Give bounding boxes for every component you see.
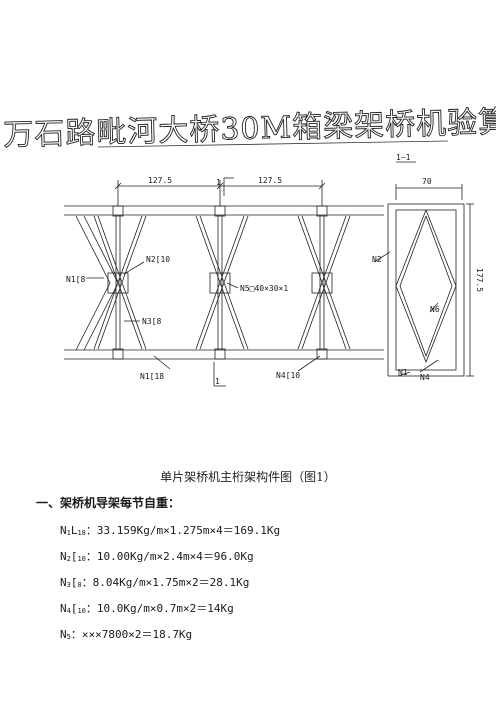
section-label-n6: N6 <box>430 305 440 314</box>
section-labels: 1—1 70 177.5 N2 N6 N1 N4 <box>372 153 484 382</box>
item-sub: 1 <box>66 529 71 537</box>
item-suffix-sub: 18 <box>77 529 86 537</box>
drawing-title: 万石路毗河大桥30M箱梁架桥机验算书 <box>3 104 496 153</box>
section-label-n2: N2 <box>372 255 382 264</box>
item-name: N <box>60 576 67 589</box>
section-height: 177.5 <box>475 268 484 292</box>
section-view <box>373 161 474 377</box>
truss-labels: 127.5 127.5 1 1 N1[8 N2[10 N3[8 N5□40×30… <box>66 176 300 386</box>
weight-item-n4: N4[10：10.0Kg/m×0.7m×2＝14Kg <box>60 600 234 616</box>
item-suffix: L <box>70 524 78 537</box>
label-n1-bottom: N1[18 <box>140 372 164 381</box>
item-text: ：10.0Kg/m×0.7m×2＝14Kg <box>85 602 234 615</box>
item-suffix: [ <box>70 576 78 589</box>
item-sub: 5 <box>66 633 71 641</box>
item-name: N <box>60 628 67 641</box>
truss-drawing: 万石路毗河大桥30M箱梁架桥机验算书 <box>2 104 496 387</box>
main-truss <box>64 177 384 387</box>
section-mark-top: 1 <box>216 178 221 187</box>
item-suffix-sub: 10 <box>77 607 86 615</box>
item-sub: 4 <box>66 607 71 615</box>
item-text: ：×××7800×2＝18.7Kg <box>70 628 193 641</box>
item-suffix: [ <box>70 550 78 563</box>
label-n3: N3[8 <box>142 317 161 326</box>
section-label-n1: N1 <box>398 368 408 377</box>
dim-right: 127.5 <box>258 176 282 185</box>
section-heading: 一、架桥机导架每节自重： <box>36 496 181 510</box>
figure-caption: 单片架桥机主桁架构件图（图1） <box>160 470 336 484</box>
section-mark-bottom: 1 <box>215 377 220 386</box>
section-width: 70 <box>422 177 432 186</box>
item-text: ：33.159Kg/m×1.275m×4＝169.1Kg <box>85 524 281 537</box>
item-suffix-sub: 10 <box>77 555 86 563</box>
dim-left: 127.5 <box>148 176 172 185</box>
item-sub: 2 <box>66 555 71 563</box>
weight-item-n5: N5：×××7800×2＝18.7Kg <box>60 626 192 642</box>
item-text: ：10.00Kg/m×2.4m×4＝96.0Kg <box>85 550 254 563</box>
item-name: N <box>60 602 67 615</box>
weight-item-n3: N3[8：8.04Kg/m×1.75m×2＝28.1Kg <box>60 574 249 590</box>
item-suffix-sub: 8 <box>77 581 82 589</box>
item-name: N <box>60 550 67 563</box>
label-n5: N5□40×30×1 <box>240 284 288 293</box>
title-underline <box>97 140 449 148</box>
item-name: N <box>60 524 67 537</box>
label-n4: N4[10 <box>276 371 300 380</box>
item-sub: 3 <box>66 581 71 589</box>
section-title: 1—1 <box>396 153 411 162</box>
item-text: ：8.04Kg/m×1.75m×2＝28.1Kg <box>81 576 250 589</box>
weight-item-n2: N2[10：10.00Kg/m×2.4m×4＝96.0Kg <box>60 548 254 564</box>
weight-item-n1: N1L18：33.159Kg/m×1.275m×4＝169.1Kg <box>60 522 280 538</box>
label-n1-side: N1[8 <box>66 275 85 284</box>
label-n2: N2[10 <box>146 255 170 264</box>
item-suffix: [ <box>70 602 78 615</box>
section-label-n4: N4 <box>420 373 430 382</box>
